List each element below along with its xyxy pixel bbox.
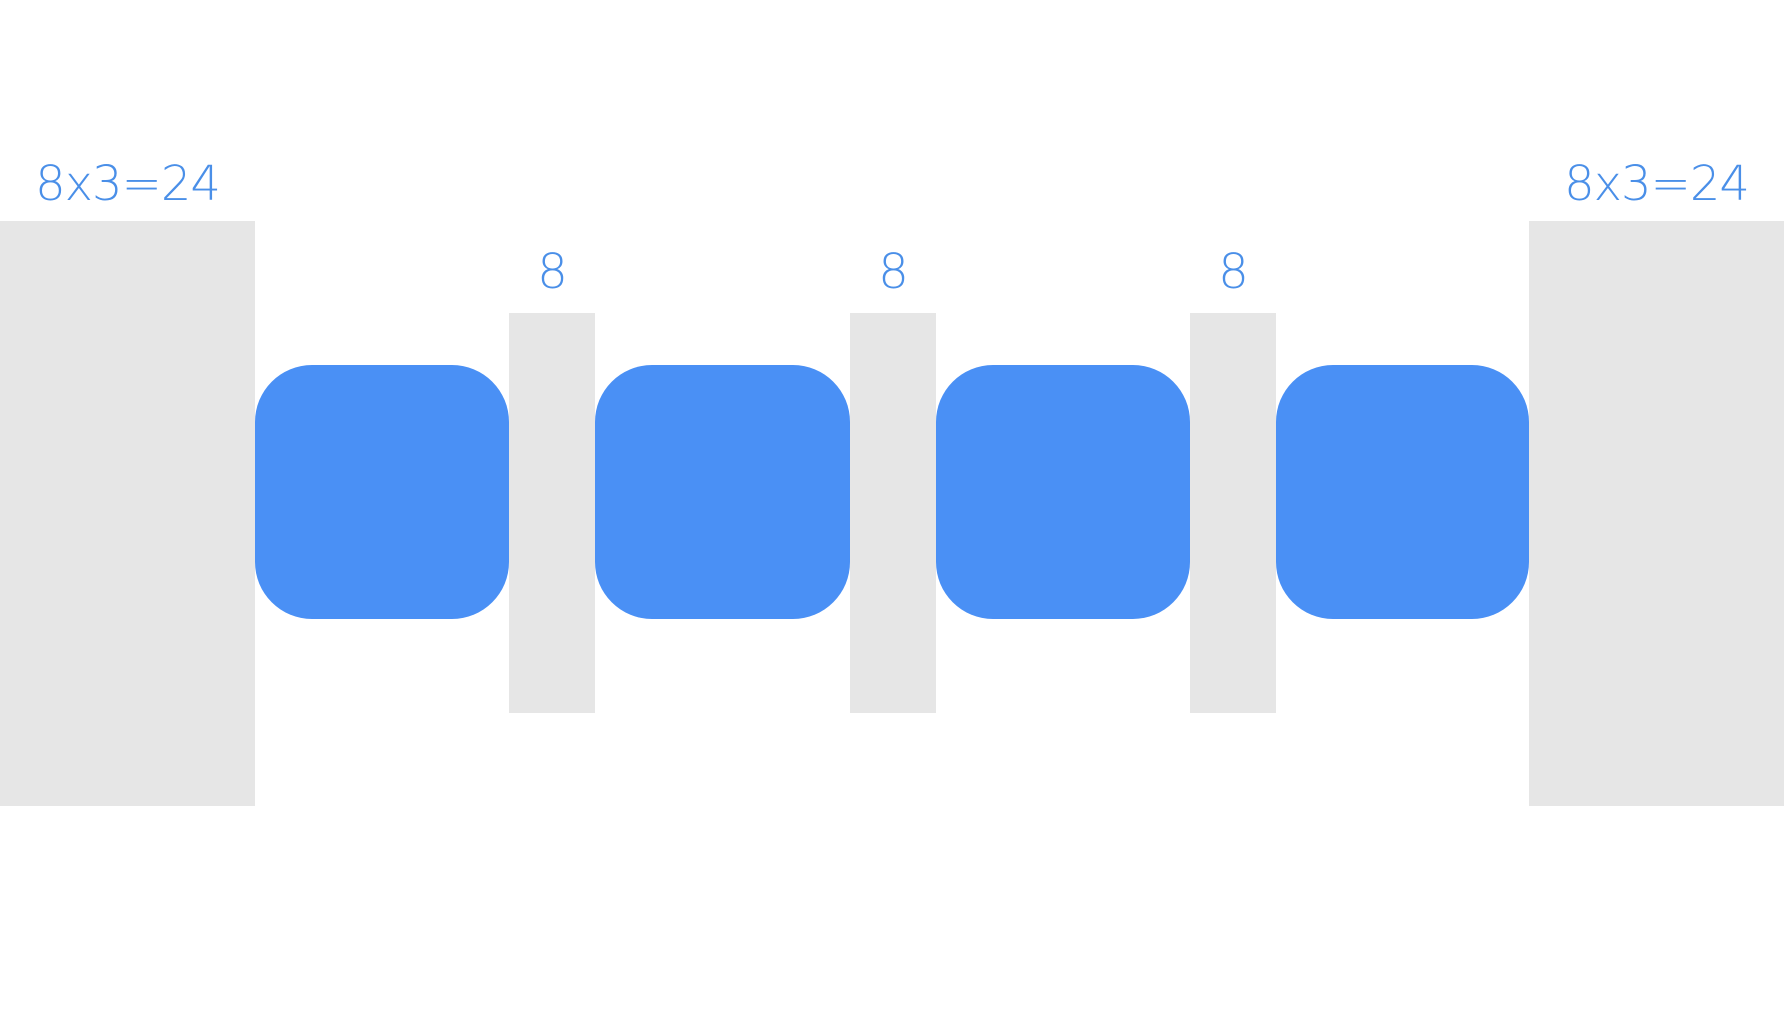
gutter-label-3: 8 — [1218, 244, 1249, 300]
right-margin-block — [1529, 221, 1784, 806]
gutter-label-2: 8 — [878, 244, 909, 300]
left-margin-label: 8x3=24 — [35, 156, 221, 212]
gutter-label-1: 8 — [537, 244, 568, 300]
right-margin-label: 8x3=24 — [1564, 156, 1750, 212]
tile-3 — [936, 365, 1190, 619]
left-margin-block — [0, 221, 255, 806]
gutter-1 — [509, 313, 595, 713]
gutter-3 — [1190, 313, 1276, 713]
tile-1 — [255, 365, 509, 619]
gutter-2 — [850, 313, 936, 713]
tile-4 — [1276, 365, 1529, 619]
tile-2 — [595, 365, 850, 619]
